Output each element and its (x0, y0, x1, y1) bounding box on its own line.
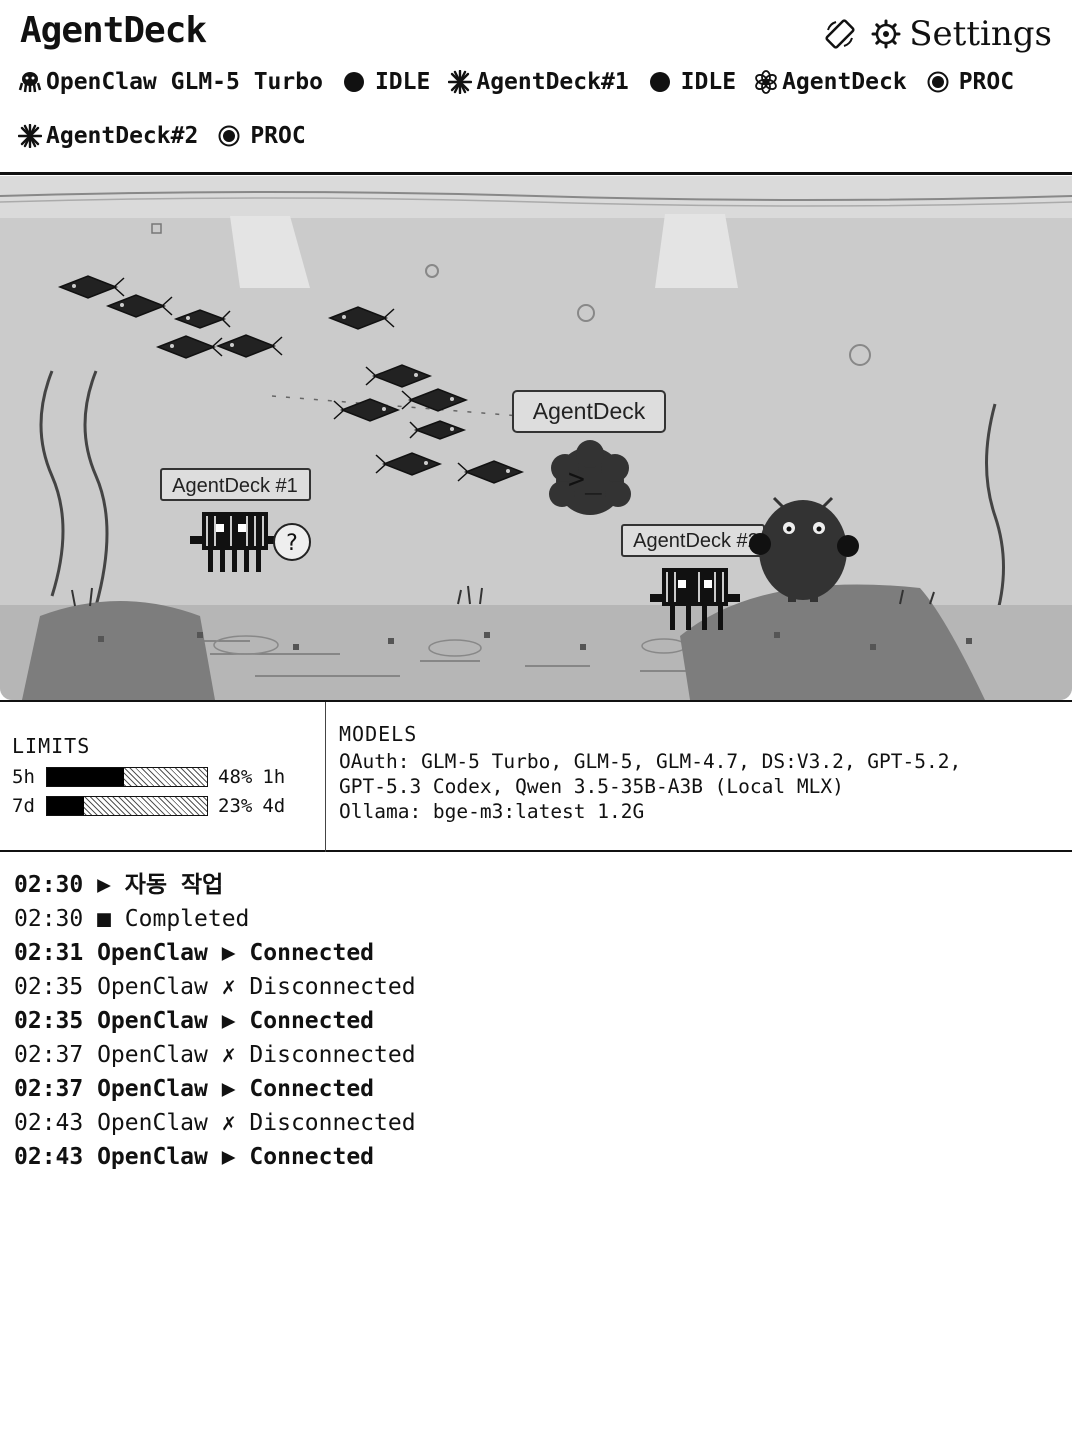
agent-name: AgentDeck#1 (476, 69, 629, 95)
log-entry: 02:35 OpenClaw ▶ Connected (14, 1008, 375, 1034)
agent-chip-agentdeck[interactable]: AgentDeck PROC (754, 64, 1014, 100)
limit-label: 5h (12, 766, 35, 788)
limit-label: 7d (12, 795, 35, 817)
log-entry: 02:37 OpenClaw ▶ Connected (14, 1076, 375, 1102)
log-entry: 02:35 OpenClaw ✗ Disconnected (14, 974, 416, 1000)
octopus-icon (18, 72, 42, 93)
log-entry: 02:31 OpenClaw ▶ Connected (14, 940, 375, 966)
agent-name: AgentDeck (782, 69, 907, 95)
agent-chip-agentdeck-2[interactable]: AgentDeck#2 PROC (18, 118, 306, 154)
asterisk-burst-icon (18, 124, 42, 148)
limits-title: LIMITS (12, 734, 91, 758)
agent-label-agentdeck-1: AgentDeck #1 (172, 475, 298, 497)
app-title: AgentDeck (20, 10, 207, 51)
idle-dot-icon (649, 72, 670, 92)
agent-status: PROC (250, 123, 306, 149)
agent-status: IDLE (680, 69, 737, 95)
event-log: 02:30 ▶ 자동 작업 02:30 ■ Completed 02:31 Op… (14, 868, 416, 1174)
agent-status: IDLE (374, 69, 431, 95)
agent-chip-openclaw[interactable]: OpenClaw GLM-5 Turbo IDLE (18, 64, 430, 100)
agent-status-list: OpenClaw GLM-5 Turbo IDLE AgentDeck#1 ID… (18, 64, 1058, 154)
agent-name: OpenClaw GLM-5 Turbo (46, 69, 323, 95)
agent-status: PROC (958, 69, 1015, 95)
log-entry: 02:30 ▶ 자동 작업 (14, 872, 224, 898)
agent-sprite-agentdeck-2: AgentDeck #2 (621, 524, 765, 630)
log-entry: 02:30 ■ Completed (14, 906, 250, 932)
limit-reset: 1h (262, 766, 286, 788)
processing-dot-icon (927, 71, 949, 93)
models-title: MODELS (339, 722, 418, 746)
limits-panel: LIMITS 5h 48% 1h 7d 23% 4d (0, 702, 326, 852)
agent-chip-agentdeck-1[interactable]: AgentDeck#1 IDLE (448, 64, 736, 100)
limit-bar-fill (47, 768, 124, 786)
log-entry: 02:43 OpenClaw ✗ Disconnected (14, 1110, 416, 1136)
models-line: GPT-5.3 Codex, Qwen 3.5-35B-A3B (Local M… (339, 775, 844, 798)
header: AgentDeck Settings (0, 0, 1072, 175)
asterisk-burst-icon (448, 70, 473, 94)
openai-knot-icon (755, 70, 777, 94)
limit-row-5h: 5h 48% 1h (12, 766, 285, 788)
settings-label: Settings (909, 14, 1052, 54)
blob-creature-sprite (749, 496, 859, 602)
models-line: Ollama: bge-m3:latest 1.2G (339, 800, 645, 823)
agent-sprite-agentdeck-1: AgentDeck #1 ? (160, 468, 311, 572)
models-panel: MODELS OAuth: GLM-5 Turbo, GLM-5, GLM-4.… (339, 722, 1059, 824)
agent-sprite-agentdeck: AgentDeck >_ (512, 390, 666, 515)
terminal-prompt-icon: >_ (568, 462, 602, 496)
screen-rotate-icon[interactable] (823, 17, 857, 51)
log-entry: 02:37 OpenClaw ✗ Disconnected (14, 1042, 416, 1068)
header-actions: Settings (823, 14, 1052, 54)
gear-icon (871, 19, 901, 49)
limit-row-7d: 7d 23% 4d (12, 795, 285, 817)
log-entry: 02:43 OpenClaw ▶ Connected (14, 1144, 375, 1170)
limit-percent: 48% (218, 766, 253, 788)
limit-bar-fill (47, 797, 84, 815)
question-mark-icon: ? (286, 531, 298, 556)
aquarium-scene: AgentDeck >_ AgentDeck #1 ? (0, 176, 1072, 700)
agent-label-agentdeck-2: AgentDeck #2 (633, 530, 759, 552)
limit-percent: 23% (218, 795, 253, 817)
models-line: OAuth: GLM-5 Turbo, GLM-5, GLM-4.7, DS:V… (339, 750, 962, 773)
settings-button[interactable]: Settings (871, 14, 1052, 54)
limit-reset: 4d (262, 795, 286, 817)
info-panel: LIMITS 5h 48% 1h 7d 23% 4d MODELS OAuth:… (0, 700, 1072, 852)
idle-dot-icon (343, 72, 364, 92)
agent-label-agentdeck: AgentDeck (533, 398, 646, 424)
agent-name: AgentDeck#2 (46, 123, 199, 149)
processing-dot-icon (218, 125, 240, 147)
limit-bar (46, 767, 208, 787)
limit-bar (46, 796, 208, 816)
